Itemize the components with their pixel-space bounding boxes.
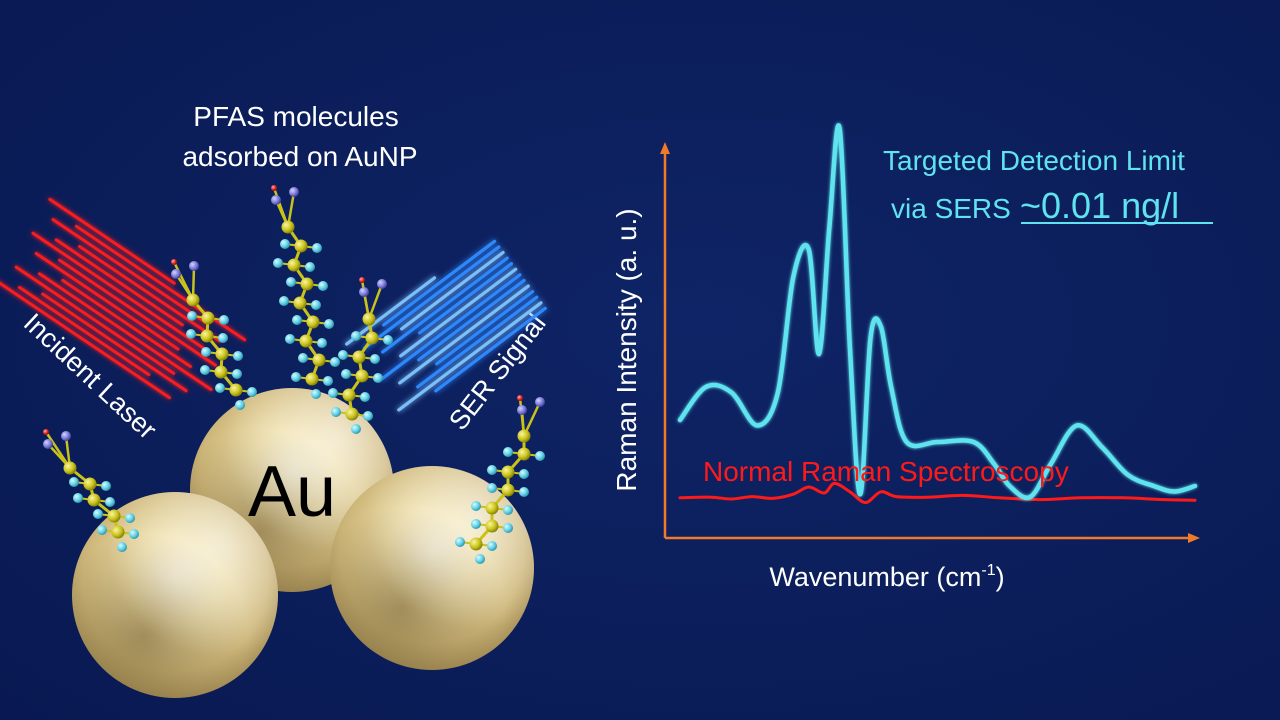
- sers-series-line: [677, 123, 1198, 501]
- signal-ray: [398, 284, 530, 385]
- x-axis-arrow: [1188, 533, 1200, 543]
- laser-ray: [17, 285, 151, 377]
- laser-ray: [37, 272, 213, 392]
- pfas-molecule-center-left: [171, 259, 257, 410]
- signal-ray: [382, 239, 497, 327]
- signal-ray: [380, 273, 522, 381]
- incident-laser-label: Incident Laser: [18, 307, 163, 445]
- y-axis-label: Raman Intensity (a. u.): [611, 208, 642, 491]
- laser-ray: [14, 265, 176, 375]
- signal-ray: [345, 276, 437, 346]
- detection-limit-prefix: via SERS: [891, 193, 1011, 224]
- pfas-molecule-center-right: [328, 277, 393, 434]
- pfas-molecule-left: [43, 429, 139, 552]
- signal-ray: [417, 278, 526, 362]
- ser-signal-beams: [345, 239, 547, 412]
- normal-raman-label: Normal Raman Spectroscopy: [703, 456, 1069, 487]
- pfas-molecule-right: [455, 395, 545, 564]
- y-axis-arrow: [660, 142, 670, 154]
- laser-ray: [78, 245, 222, 343]
- laser-ray: [54, 238, 184, 327]
- x-axis-label: Wavenumber (cm-1): [769, 562, 1004, 592]
- laser-ray: [0, 281, 171, 400]
- diagram-title-line2: adsorbed on AuNP: [182, 141, 417, 172]
- signal-ray: [434, 306, 547, 393]
- series-lines: [677, 123, 1198, 505]
- au-label: Au: [248, 452, 336, 532]
- gold-nanoparticle-right: [330, 466, 534, 670]
- laser-ray: [74, 224, 247, 342]
- gold-nanoparticle-left: [72, 492, 278, 698]
- pfas-molecule-center: [271, 185, 340, 399]
- signal-ray: [399, 267, 518, 358]
- signal-ray: [363, 245, 501, 350]
- laser-ray: [51, 218, 209, 326]
- signal-ray: [435, 290, 535, 366]
- diagram-title-line1: PFAS molecules: [193, 101, 398, 132]
- x-axis-label-sup: -1: [981, 562, 995, 579]
- signal-ray: [418, 262, 514, 335]
- laser-ray: [41, 292, 188, 393]
- laser-ray: [31, 231, 205, 350]
- pfas-molecules: [43, 185, 545, 564]
- detection-limit-value: ~0.01 ng/l: [1020, 185, 1179, 226]
- normal-raman-series-line: [678, 481, 1197, 505]
- signal-ray: [397, 301, 543, 412]
- laser-ray: [61, 278, 192, 369]
- incident-laser-beams: [0, 197, 247, 400]
- raman-chart: Raman Intensity (a. u.) Wavenumber (cm-1…: [611, 123, 1213, 592]
- laser-ray: [34, 252, 180, 351]
- laser-ray: [48, 197, 176, 285]
- x-axis-label-text: Wavenumber (cm: [769, 562, 981, 592]
- signal-ray: [400, 250, 505, 331]
- signal-ray: [381, 256, 509, 354]
- laser-ray: [58, 258, 217, 367]
- signal-ray: [416, 295, 539, 389]
- x-axis-label-close: ): [996, 562, 1005, 592]
- detection-limit-line1: Targeted Detection Limit: [883, 145, 1185, 176]
